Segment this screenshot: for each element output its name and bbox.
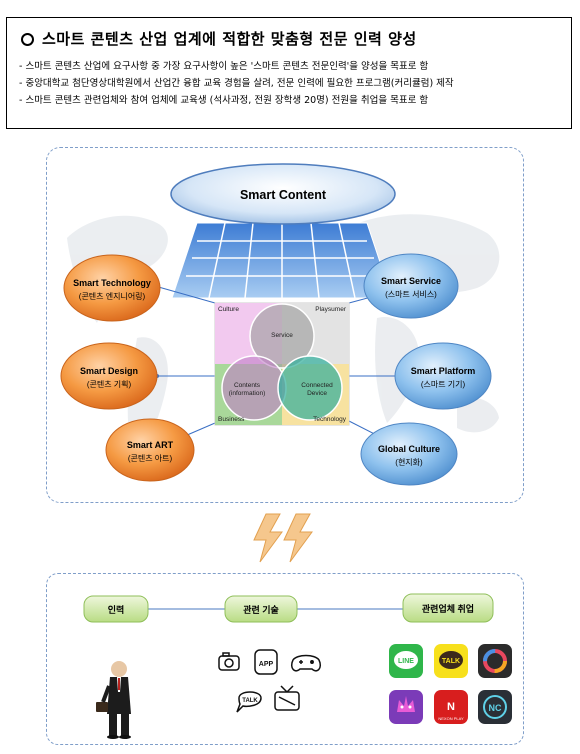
svg-text:(스마트 서비스): (스마트 서비스): [385, 290, 437, 299]
svg-text:(현지화): (현지화): [395, 458, 423, 467]
nc-logo: NC: [478, 690, 512, 724]
step-employment: 관련업체 취업: [402, 593, 494, 623]
app-icon: APP: [254, 649, 278, 675]
svg-text:NC: NC: [489, 703, 502, 713]
svg-text:관련업체 취업: 관련업체 취업: [422, 603, 474, 614]
line-logo: LINE: [389, 644, 423, 678]
svg-text:관련 기술: 관련 기술: [243, 604, 279, 615]
down-arrows-icon: [253, 513, 313, 563]
connected-circle: [277, 355, 343, 421]
svg-text:N: N: [447, 701, 455, 713]
venn-corner-culture: Culture: [218, 306, 239, 313]
svg-text:(콘텐츠 기획): (콘텐츠 기획): [87, 379, 132, 389]
bullet-item: 중앙대학교 첨단영상대학원에서 산업간 융합 교육 경험을 살려, 전문 인력에…: [19, 75, 453, 92]
svg-text:인력: 인력: [108, 604, 125, 615]
gamepad-icon: [290, 654, 322, 672]
ring-app-logo: [478, 644, 512, 678]
perspective-grid: [171, 222, 393, 299]
node-smart-design: Smart Design (콘텐츠 기획): [60, 342, 158, 410]
svg-text:TALK: TALK: [242, 698, 258, 704]
svg-text:TALK: TALK: [442, 658, 460, 665]
svg-text:Smart ART: Smart ART: [127, 440, 174, 450]
svg-text:Smart Service: Smart Service: [381, 276, 441, 286]
svg-text:Smart Technology: Smart Technology: [73, 278, 151, 288]
svg-text:Global Culture: Global Culture: [378, 444, 440, 454]
company-logos: LINE TALK N NEXON PLAY: [389, 644, 512, 724]
venn-service-label: Service: [271, 332, 293, 339]
venn-device-label: Device: [307, 390, 327, 397]
venn-connected-label: Connected: [301, 382, 333, 389]
svg-text:(콘텐츠 엔지니어링): (콘텐츠 엔지니어링): [79, 291, 146, 301]
step-related-tech: 관련 기술: [224, 595, 298, 623]
venn-corner-business: Business: [218, 416, 245, 423]
svg-text:APP: APP: [259, 661, 274, 668]
smart-content-diagram: Smart Content Culture Playsumer Business…: [46, 147, 524, 503]
tv-icon: [274, 685, 300, 711]
bullet-item: 스마트 콘텐츠 산업에 요구사항 중 가장 요구사항이 높은 '스마트 콘텐츠 …: [19, 58, 454, 75]
node-global-culture: Global Culture (현지화): [360, 422, 458, 486]
smart-content-ellipse: Smart Content: [170, 163, 396, 225]
bullet-item: 스마트 콘텐츠 관련업체와 참여 업체에 교육생 (석사과정, 전원 장학생 2…: [19, 92, 454, 109]
career-path-canvas: 인력 관련 기술 관련업체 취업: [83, 593, 512, 739]
svg-text:(콘텐츠 아트): (콘텐츠 아트): [128, 453, 173, 463]
node-smart-art: Smart ART (콘텐츠 아트): [105, 418, 195, 482]
talk-icon: TALK: [236, 691, 262, 713]
node-smart-technology: Smart Technology (콘텐츠 엔지니어링): [63, 254, 161, 322]
diagram-canvas: Smart Content Culture Playsumer Business…: [60, 163, 500, 486]
node-smart-platform: Smart Platform (스마트 기기): [394, 342, 492, 410]
center-title: Smart Content: [240, 188, 327, 202]
venn-contents-sub: (information): [229, 390, 265, 397]
intro-bullets: 스마트 콘텐츠 산업에 요구사항 중 가장 요구사항이 높은 '스마트 콘텐츠 …: [19, 58, 454, 109]
node-smart-service: Smart Service (스마트 서비스): [363, 253, 459, 319]
svg-text:Smart Platform: Smart Platform: [411, 366, 476, 376]
monster-app-logo: [389, 690, 423, 724]
intro-box: 스마트 콘텐츠 산업 업계에 적합한 맞춤형 전문 인력 양성 스마트 콘텐츠 …: [6, 17, 572, 129]
circle-bullet-icon: [21, 33, 34, 46]
svg-text:LINE: LINE: [398, 658, 414, 665]
businessman-icon: [96, 661, 131, 739]
career-path-section: 인력 관련 기술 관련업체 취업: [46, 573, 524, 745]
svg-text:NEXON PLAY: NEXON PLAY: [438, 716, 464, 721]
nexon-play-logo: N NEXON PLAY: [434, 690, 468, 724]
step-manpower: 인력: [83, 595, 149, 623]
intro-title: 스마트 콘텐츠 산업 업계에 적합한 맞춤형 전문 인력 양성: [21, 28, 417, 49]
intro-title-text: 스마트 콘텐츠 산업 업계에 적합한 맞춤형 전문 인력 양성: [42, 30, 417, 48]
camera-icon: [218, 652, 240, 671]
svg-text:(스마트 기기): (스마트 기기): [421, 380, 466, 389]
venn-contents-label: Contents: [234, 382, 261, 389]
kakao-talk-logo: TALK: [434, 644, 468, 678]
svg-text:Smart Design: Smart Design: [80, 366, 138, 376]
venn-corner-playsumer: Playsumer: [315, 306, 347, 313]
venn-diagram: Culture Playsumer Business Technology Se…: [214, 302, 350, 426]
venn-corner-technology: Technology: [313, 416, 347, 423]
service-circle: [249, 303, 315, 369]
